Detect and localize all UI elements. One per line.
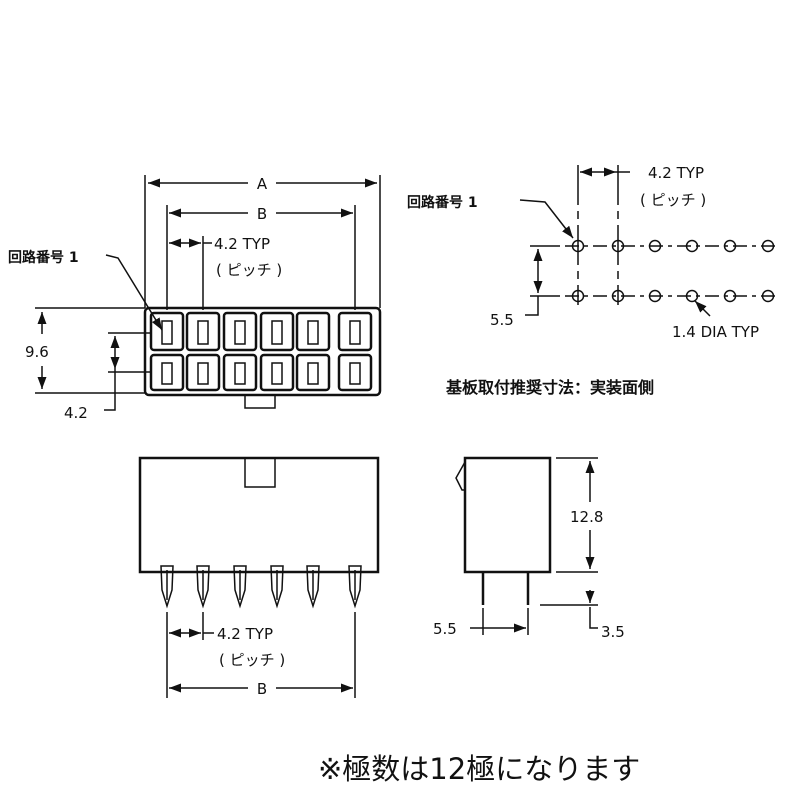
pin xyxy=(348,565,362,609)
pcb-layout: 4.2 TYP ( ピッチ ) 回路番号 1 5.5 1.4 DIA TYP 基… xyxy=(407,164,780,397)
terminal xyxy=(271,320,283,345)
pin xyxy=(160,565,174,609)
terminal xyxy=(349,362,361,385)
cavity xyxy=(337,311,373,352)
end-height-label: 12.8 xyxy=(570,508,603,526)
cavity xyxy=(185,311,221,352)
hole-pattern xyxy=(565,239,780,303)
end-view: 12.8 5.5 3.5 xyxy=(433,456,625,641)
cavity xyxy=(222,311,258,352)
terminal xyxy=(349,320,361,345)
pin-spacing-label: 5.5 xyxy=(433,620,457,638)
cavity xyxy=(259,311,295,352)
pcb-hole xyxy=(648,289,662,303)
side-pitch-note: ( ピッチ ) xyxy=(219,651,285,669)
latch-nub xyxy=(244,394,276,409)
pitch-label: 4.2 TYP xyxy=(214,235,270,253)
pitch-note: ( ピッチ ) xyxy=(216,261,282,279)
side-view: 4.2 TYP ( ピッチ ) B xyxy=(138,456,380,698)
housing-outline xyxy=(143,306,382,397)
row-pitch-label: 4.2 xyxy=(64,404,88,422)
terminal xyxy=(307,362,319,385)
terminal xyxy=(197,320,209,345)
cavity xyxy=(295,311,331,352)
cavities xyxy=(149,311,373,392)
pin-length-label: 3.5 xyxy=(601,623,625,641)
pin xyxy=(306,565,320,609)
row-spacing-label: 5.5 xyxy=(490,311,514,329)
cavity xyxy=(149,353,185,392)
pin xyxy=(233,565,247,609)
terminal xyxy=(271,362,283,385)
pin xyxy=(196,565,210,609)
pcb-hole xyxy=(761,289,775,303)
pcb-hole xyxy=(648,239,662,253)
terminal xyxy=(307,320,319,345)
side-housing xyxy=(138,456,380,574)
terminal xyxy=(197,362,209,385)
pcb-pitch-label: 4.2 TYP xyxy=(648,164,704,182)
cavity xyxy=(259,353,295,392)
terminal xyxy=(161,362,173,385)
height-label: 9.6 xyxy=(25,343,49,361)
pins xyxy=(160,565,362,609)
pcb-hole xyxy=(685,239,699,253)
pcb-hole xyxy=(761,239,775,253)
pcb-circuit-1-label: 回路番号 1 xyxy=(407,194,478,211)
pcb-hole xyxy=(723,239,737,253)
footer-note: ※極数は12極になります xyxy=(318,752,640,786)
pcb-pitch-note: ( ピッチ ) xyxy=(640,191,706,209)
circuit-1-label: 回路番号 1 xyxy=(8,249,79,266)
terminal xyxy=(234,362,246,385)
dim-b-label: B xyxy=(257,205,267,223)
hole-dia-label: 1.4 DIA TYP xyxy=(672,323,759,341)
side-latch xyxy=(244,457,276,488)
end-housing xyxy=(463,456,552,574)
pcb-hole xyxy=(685,289,699,303)
pcb-hole xyxy=(723,289,737,303)
pcb-caption: 基板取付推奨寸法：実装面側 xyxy=(445,378,654,397)
front-view: A B 4.2 TYP ( ピッチ ) 回路番号 1 9.6 4.2 xyxy=(8,175,382,422)
cavity xyxy=(185,353,221,392)
terminal xyxy=(161,320,173,345)
side-dim-b-label: B xyxy=(257,680,267,698)
cavity xyxy=(222,353,258,392)
cavity xyxy=(149,311,185,352)
pin xyxy=(270,565,284,609)
cavity xyxy=(337,353,373,392)
cavity xyxy=(295,353,331,392)
side-pitch-label: 4.2 TYP xyxy=(217,625,273,643)
dim-a-label: A xyxy=(257,175,268,193)
terminal xyxy=(234,320,246,345)
